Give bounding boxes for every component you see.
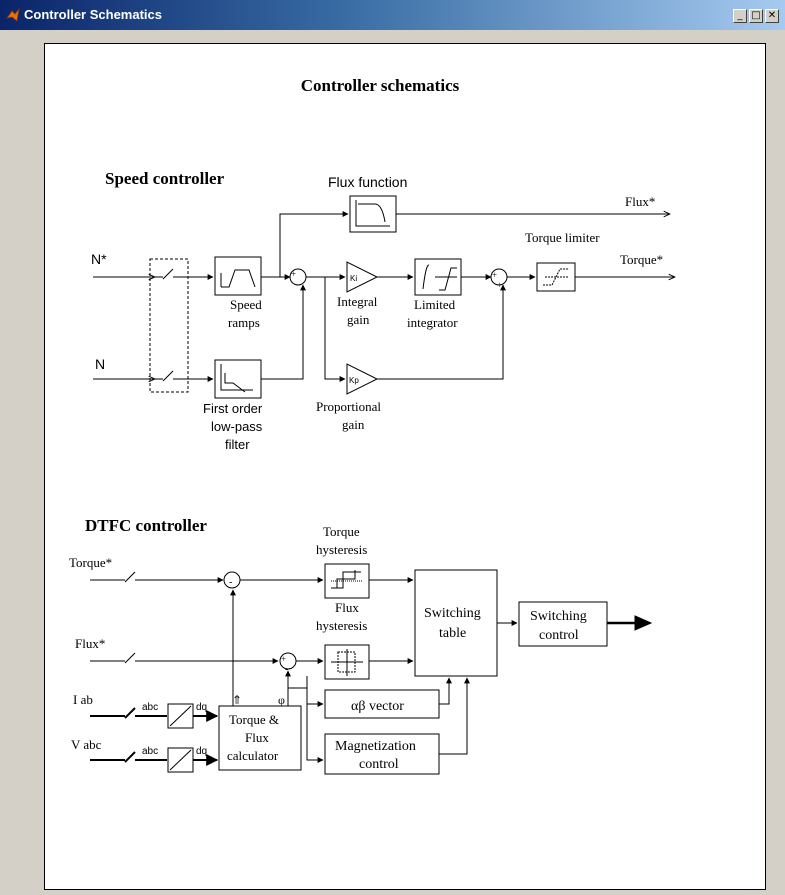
low-pass-filter-block xyxy=(214,359,262,399)
ki-label: Ki xyxy=(350,274,357,283)
dtfc-heading: DTFC controller xyxy=(85,516,207,535)
switching-table-label-2: table xyxy=(439,626,466,641)
magnetization-control-label-2: control xyxy=(359,757,399,772)
torque-hysteresis-label-1: Torque xyxy=(323,524,360,539)
schematic-canvas: Controller schematics Speed controller N… xyxy=(44,43,766,890)
input-torque-label: Torque* xyxy=(69,555,112,570)
flux-hysteresis-label-2: hysteresis xyxy=(316,618,367,633)
svg-text:-: - xyxy=(285,664,288,675)
speed-ramps-block xyxy=(214,256,262,296)
proportional-gain-label-1: Proportional xyxy=(316,399,381,414)
title-bar: Controller Schematics _ □ ✕ xyxy=(0,0,785,30)
input-n-star-label: N* xyxy=(91,251,107,267)
svg-text:+: + xyxy=(492,270,497,280)
svg-text:φ: φ xyxy=(278,693,285,707)
switching-table-label-1: Switching xyxy=(424,606,481,621)
filter-label-1: First order xyxy=(203,401,263,416)
flux-hysteresis-label-1: Flux xyxy=(335,600,359,615)
speed-ramps-label-2: ramps xyxy=(228,315,260,330)
flux-function-block xyxy=(349,195,397,233)
iab-dq-label: dq xyxy=(196,702,207,713)
output-arrow xyxy=(634,615,653,631)
integral-gain-label-1: Integral xyxy=(337,294,378,309)
dtfc-controller-section: DTFC controller Torque* Flux* I ab V abc… xyxy=(69,516,653,775)
input-n-label: N xyxy=(95,356,105,372)
window-title: Controller Schematics xyxy=(24,7,162,22)
switching-table-block xyxy=(414,569,498,677)
kp-label: Kp xyxy=(349,376,359,385)
filter-label-3: filter xyxy=(225,437,250,452)
speed-controller-heading: Speed controller xyxy=(105,169,225,188)
filter-label-2: low-pass xyxy=(211,419,263,434)
controller-schematic: Controller schematics Speed controller N… xyxy=(69,76,765,775)
flux-out-label: Flux* xyxy=(625,194,655,209)
torque-out-label: Torque* xyxy=(620,252,663,267)
calculator-label-1: Torque & xyxy=(229,712,279,727)
integral-gain-triangle xyxy=(346,261,379,293)
switching-control-label-1: Switching xyxy=(530,609,587,624)
flux-function-label: Flux function xyxy=(328,174,407,190)
svg-text:-: - xyxy=(229,577,232,588)
switching-control-label-2: control xyxy=(539,628,579,643)
flux-hysteresis-block xyxy=(324,644,370,680)
torque-hysteresis-block xyxy=(324,563,370,599)
svg-text:+: + xyxy=(497,280,502,290)
calculator-label-2: Flux xyxy=(245,730,269,745)
speed-controller-section: Speed controller N* N Speed ramps First … xyxy=(91,169,675,452)
torque-hysteresis-label-2: hysteresis xyxy=(316,542,367,557)
input-iab-label: I ab xyxy=(73,692,93,707)
svg-text:+: + xyxy=(291,269,296,279)
limited-integrator-label-1: Limited xyxy=(414,297,456,312)
torque-flux-calculator-block xyxy=(218,705,302,771)
torque-limiter-label: Torque limiter xyxy=(525,230,600,245)
svg-text:+: + xyxy=(281,654,286,664)
proportional-gain-triangle xyxy=(346,363,379,395)
matlab-icon xyxy=(6,8,20,22)
limited-integrator-label-2: integrator xyxy=(407,315,458,330)
alpha-beta-vector-label: αβ vector xyxy=(351,699,404,714)
integral-gain-label-2: gain xyxy=(347,312,370,327)
diagram-title: Controller schematics xyxy=(301,76,460,95)
close-button[interactable]: ✕ xyxy=(765,9,779,23)
vabc-abc-label: abc xyxy=(142,746,158,757)
iab-abc-label: abc xyxy=(142,702,158,713)
calculator-label-3: calculator xyxy=(227,748,279,763)
input-vabc-label: V abc xyxy=(71,737,102,752)
minimize-button[interactable]: _ xyxy=(733,9,747,23)
switch-group-box xyxy=(149,258,189,393)
maximize-button[interactable]: □ xyxy=(749,9,763,23)
vabc-dq-label: dq xyxy=(196,746,207,757)
magnetization-control-label-1: Magnetization xyxy=(335,739,416,754)
input-flux-label: Flux* xyxy=(75,636,105,651)
proportional-gain-label-2: gain xyxy=(342,417,365,432)
svg-text:-: - xyxy=(296,279,299,289)
svg-text:⇑: ⇑ xyxy=(232,693,242,707)
speed-ramps-label-1: Speed xyxy=(230,297,262,312)
